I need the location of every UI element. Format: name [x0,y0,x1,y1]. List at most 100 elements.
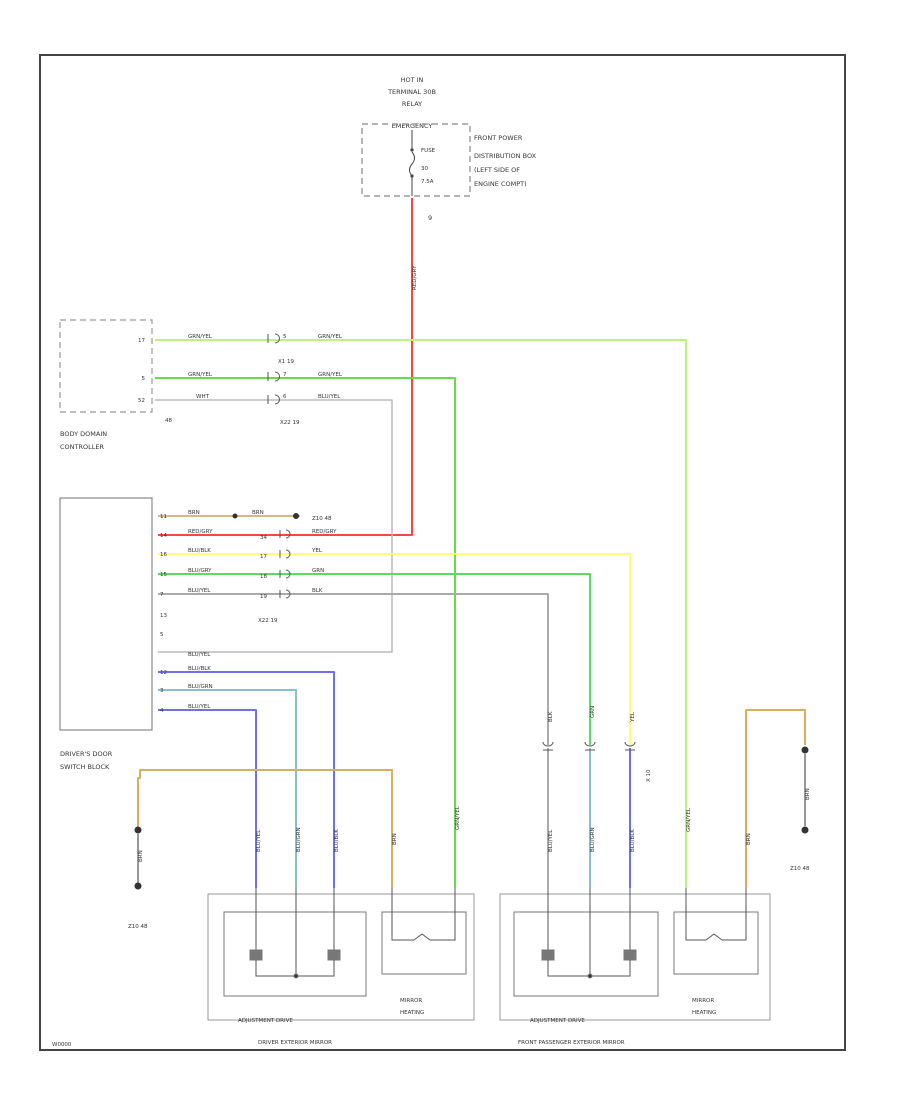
pdb-label-3: (LEFT SIDE OF [474,166,520,174]
bdc-conn-pin-3: 6 [283,394,287,400]
passenger-motor-2-icon [623,949,637,961]
driver-wire-label-1: BLU/YEL [256,829,262,852]
passenger-adjustment-drive-box [513,911,659,997]
wire-blu-grn-a [158,689,297,888]
switch-pin-7: 5 [160,632,164,638]
bdc-conn-pin-1: 5 [283,334,287,340]
pass-top-label-1: BLK [548,711,554,722]
bdc-wire-left-3: WHT [196,394,210,400]
driver-adjust-label: ADJUSTMENT DRIVE [238,1018,293,1024]
bdc-name-1: BODY DOMAIN [60,430,107,438]
pass-wire-label-5: BRN [746,833,752,845]
ground-left-label: Z10 48 [128,924,148,930]
switch-wire-left-5: BLU/YEL [188,588,211,594]
passenger-heater-icon [685,896,747,941]
wire-blu-yel-a [158,671,335,888]
wires [137,198,806,888]
bdc-connector-2: X22 19 [280,420,300,426]
fuse-icon [409,151,415,177]
driver-wire-label-2: BLU/GRN [296,827,302,852]
splice-dot-1 [232,513,238,519]
wire-blu-yel-b [158,709,257,888]
wire-grn-yel-2 [155,377,456,888]
bdc-pin-1: 17 [138,338,145,344]
ground-right: Z10 48 [790,746,810,872]
driver-heat-label-2: HEATING [400,1010,424,1016]
passenger-pin-ticks [547,888,747,896]
ground-left: Z10 48 [128,826,148,930]
driver-mirror-outline [207,893,475,1021]
bdc-wire-right-2: GRN/YEL [318,372,343,378]
switch-wire-right-grn: GRN [312,568,324,574]
switch-pin-9: 3 [160,688,164,694]
passenger-mirror-heating-box [673,911,759,975]
power-distribution-box [361,123,471,197]
power-line2: TERMINAL 30B [387,88,436,96]
ground-right-dot-top [801,746,809,754]
switch-wire-left-4: BLU/GRY [188,568,212,574]
driver-motor-2-icon [327,949,341,961]
bdc-connector-icon-3 [267,394,280,405]
driver-wire-label-3: BLU/BLK [334,829,340,852]
fuse-number: 30 [421,166,428,172]
fuse-terminal-top [410,148,414,152]
bdc-pin-2: 5 [142,376,146,382]
left-ground-wire-label: BRN [138,850,144,862]
switch-wire-left-2: RED/GRY [188,529,213,535]
power-line3: RELAY [402,100,422,108]
switch-connector: X22 19 [258,618,278,624]
switch-pin-3: 16 [160,552,167,558]
ground-dot-switch [293,513,299,519]
switch-inline-pin-4: 19 [260,594,267,600]
bdc-box [59,319,153,413]
x10-inline-connector [542,741,636,751]
pass-wire-label-1: BLU/YEL [548,829,554,852]
driver-heat-label-1: MIRROR [400,998,422,1004]
pdb-label-4: ENGINE COMPT) [474,180,527,188]
fuse-wire-label: RED/GRY [412,265,418,290]
driver-wire-label-5: GRN/YEL [455,805,461,830]
bdc-conn-pin-2: 7 [283,372,287,378]
switch-inline-pin-1: 34 [260,535,267,541]
pdb-label-2: DISTRIBUTION BOX [474,152,537,160]
ground-right-label: Z10 48 [790,866,810,872]
driver-wire-label-4: BRN [392,833,398,845]
power-line1: HOT IN [401,76,424,84]
x10-connector-label: X 10 [646,769,652,782]
switch-wire-right-yel: YEL [311,548,323,554]
pass-wire-label-3: BLU/BLK [630,829,636,852]
power-line4: EMERGENCY [392,122,433,130]
ground-right-dot-bottom [801,826,809,834]
fuse-label: FUSE [421,148,436,154]
bdc-pin-3: 52 [138,398,145,404]
bdc-wire-left-1: GRN/YEL [188,334,213,340]
wire-red-gry-feed [158,198,413,536]
driver-motor-1-icon [249,949,263,961]
wire-brn-ground-right [745,709,806,888]
passenger-heat-label-1: MIRROR [692,998,714,1004]
driver-heater-icon [391,896,456,941]
switch-wire-left-9: BLU/BLK [188,666,211,672]
passenger-adjust-label: ADJUSTMENT DRIVE [530,1018,585,1024]
drivers-door-switch-block: 11 14 16 15 7 13 5 12 3 4 BRN RED/GRY BL… [59,497,337,771]
switch-pin-6: 13 [160,613,167,619]
footer-code: W0000 [52,1042,72,1048]
driver-adjustment-drive-box [223,911,367,997]
switch-wire-right-red: RED/GRY [312,529,337,535]
pass-top-label-3: YEL [630,711,636,723]
body-domain-controller: 17 5 52 48 GRN/YEL GRN/YEL WHT GRN/YEL G… [59,319,343,451]
bdc-connector-icon-1 [267,333,280,344]
pdb-label-1: FRONT POWER [474,134,523,142]
passenger-mirror-group-label: FRONT PASSENGER EXTERIOR MIRROR [518,1040,625,1046]
driver-exterior-mirror [207,888,475,1021]
driver-pin-ticks [255,888,456,896]
fuse-pin: 9 [428,214,432,222]
wire-yel [158,553,631,745]
wire-wht-blu-yel [155,399,393,653]
switch-pin-1: 11 [160,514,167,520]
switch-wire-left-11: BLU/YEL [188,704,211,710]
vertical-wire-labels: RED/GRY BRN BLU/YEL BLU/GRN BLU/BLK BRN … [138,265,811,862]
switch-wire-left-10: BLU/GRN [188,684,213,690]
diagram-frame [39,54,846,1051]
passenger-mirror-outline [499,893,771,1021]
